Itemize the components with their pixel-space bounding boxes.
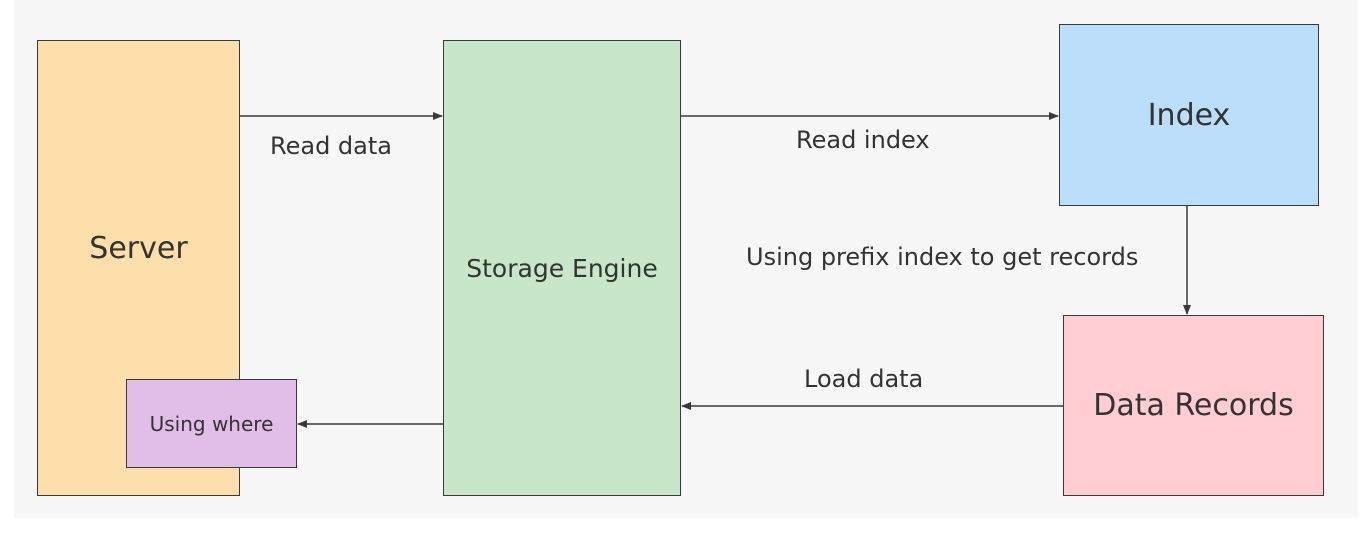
- read-data-label: Read data: [270, 132, 392, 160]
- prefix-index-label: Using prefix index to get records: [746, 243, 1139, 271]
- data-records-label: Data Records: [1093, 388, 1294, 423]
- load-data-label: Load data: [804, 365, 924, 393]
- storage-engine-label: Storage Engine: [466, 253, 658, 283]
- using-where-box: Using where: [126, 379, 297, 468]
- server-label: Server: [89, 230, 188, 266]
- index-label: Index: [1147, 97, 1231, 133]
- storage-engine-box: Storage Engine: [443, 40, 681, 496]
- data-records-box: Data Records: [1063, 315, 1324, 496]
- read-index-label: Read index: [796, 126, 930, 154]
- index-box: Index: [1059, 24, 1319, 206]
- using-where-label: Using where: [149, 411, 274, 436]
